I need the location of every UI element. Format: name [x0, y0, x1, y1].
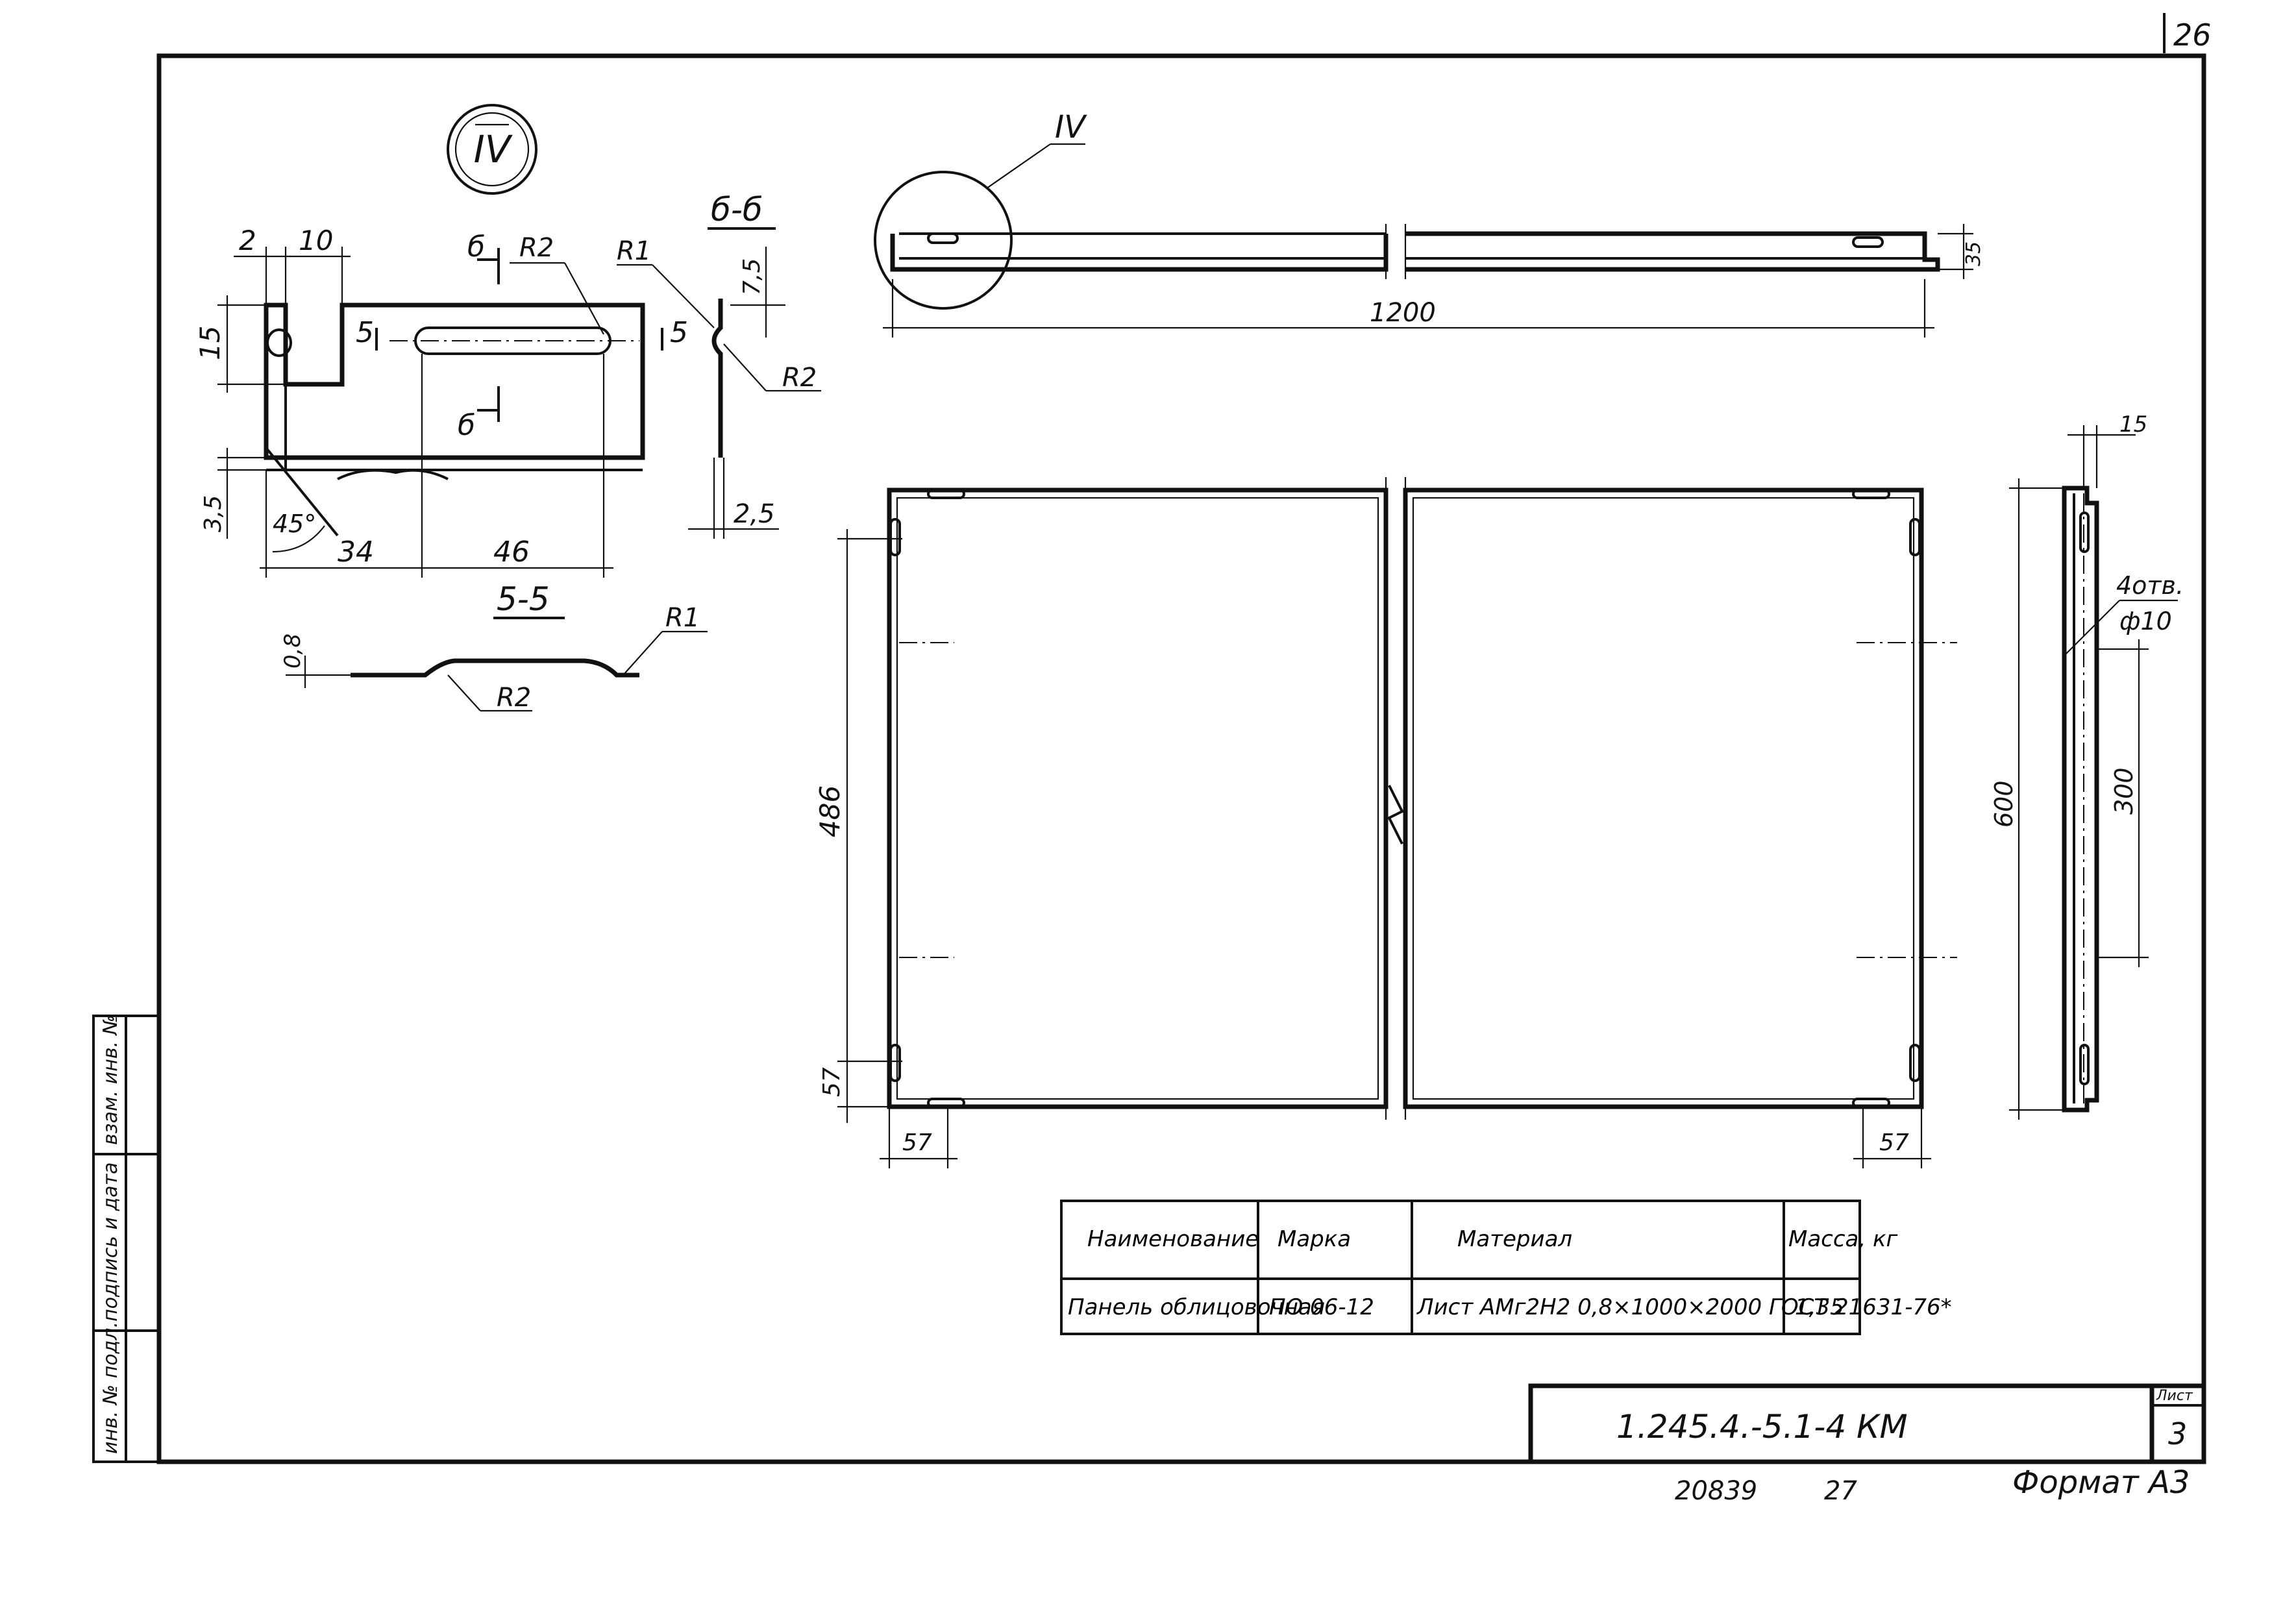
top-view-dim-1200: 1200	[1370, 298, 1436, 328]
dim-3-5: 3,5	[200, 495, 227, 532]
cut-b-top-label: б	[467, 230, 485, 264]
dim-15: 15	[194, 326, 226, 360]
dim-2: 2	[239, 225, 256, 256]
spec-row-mass: 1,35	[1795, 1294, 1844, 1320]
cut-5-left-label: 5	[356, 316, 374, 349]
stamp-inv-number: инв. № подл.	[99, 1322, 122, 1454]
side-view-holes-count: 4отв.	[2116, 571, 2184, 600]
spec-row-name: Панель облицовочная	[1068, 1294, 1325, 1320]
title-block: 1.245.4.-5.1-4 КМ Лист 3	[1528, 1383, 2206, 1464]
section-5-5: 5-5 0,8 R1 R2	[280, 580, 708, 713]
top-view-slot-right	[1852, 236, 1884, 248]
detail-callout-label: IV	[474, 127, 513, 171]
dim-46: 46	[493, 536, 530, 569]
side-view-dim-300: 300	[2110, 767, 2138, 815]
top-view-profile-left	[890, 234, 1389, 272]
side-view-holes-diameter: ф10	[2119, 607, 2172, 635]
spec-header-name: Наименование	[1087, 1226, 1259, 1252]
front-view: 486 57 57 57	[814, 477, 1957, 1168]
section-b-b-dim-7-5: 7,5	[739, 258, 765, 295]
spec-header-mark: Марка	[1278, 1226, 1351, 1252]
detail-callout-outer	[447, 104, 537, 195]
front-view-dim-57-vertical: 57	[819, 1067, 845, 1097]
detail-weld	[337, 469, 449, 480]
section-b-b-profile	[711, 299, 723, 458]
section-b-b-r1: R1	[617, 236, 651, 266]
cut-b-bottom-label: б	[458, 409, 475, 442]
section-5-5-dim-0-8: 0,8	[280, 634, 306, 669]
detail-iv: IV 2 10 15 3,5 45°	[194, 104, 688, 578]
section-5-5-profile	[351, 658, 639, 678]
spec-row-mark: ПО 06-12	[1269, 1294, 1374, 1320]
section-b-b: б-б R1 R2 7,5 2,5	[617, 191, 821, 539]
front-view-right-panel	[1403, 487, 1924, 1109]
sheet-format: Формат А3	[2012, 1464, 2190, 1501]
footer-number-right: 27	[1824, 1476, 1857, 1506]
title-block-sheet-label: Лист	[2156, 1388, 2193, 1404]
detail-callout-inner	[454, 112, 530, 187]
top-view-callout: IV	[1055, 109, 1087, 145]
front-view-dim-57-left: 57	[902, 1129, 932, 1156]
detail-r2-label: R2	[519, 233, 554, 263]
top-view-detail-circle	[874, 171, 1013, 310]
page-number: 26	[2173, 18, 2212, 53]
front-view-dim-486: 486	[814, 785, 846, 837]
spec-header-material: Материал	[1457, 1226, 1572, 1252]
cut-5-right-label: 5	[670, 316, 688, 349]
section-b-b-r2: R2	[782, 363, 817, 393]
stamp-signature-date: подпись и дата	[99, 1162, 122, 1322]
top-view: IV 1200 35	[874, 109, 1985, 338]
section-5-5-r1: R1	[665, 603, 700, 633]
title-block-designation: 1.245.4.-5.1-4 КМ	[1616, 1408, 1908, 1446]
dim-angle-45: 45°	[273, 510, 316, 538]
section-b-b-title: б-б	[711, 191, 763, 228]
side-view-dim-15: 15	[2119, 412, 2147, 437]
footer-number-left: 20839	[1675, 1476, 1757, 1506]
stamp-replacement-inv: взам. инв. №	[99, 1015, 122, 1145]
detail-hole	[266, 328, 292, 357]
dim-34: 34	[338, 536, 374, 569]
section-b-b-dim-2-5: 2,5	[734, 499, 775, 529]
side-view: 15 4отв. ф10 600 300	[1990, 412, 2184, 1120]
dim-10: 10	[299, 225, 333, 256]
top-view-profile-right	[1405, 231, 1940, 272]
drawing-frame	[156, 53, 2206, 1464]
side-view-dim-600: 600	[1990, 780, 2018, 828]
top-view-slot-left	[927, 232, 959, 244]
spec-row-material: Лист АМг2Н2 0,8×1000×2000 ГОСТ 21631-76*	[1416, 1294, 1952, 1320]
front-view-left-panel	[887, 487, 1389, 1109]
section-5-5-r2: R2	[497, 683, 531, 713]
side-view-profile	[2062, 486, 2099, 1113]
side-stamp: инв. № подл. подпись и дата взам. инв. №	[92, 1015, 160, 1463]
front-view-dim-57-right: 57	[1879, 1129, 1909, 1156]
title-block-sheet-number: 3	[2168, 1416, 2187, 1451]
top-view-dim-35: 35	[1962, 241, 1985, 266]
section-5-5-title: 5-5	[497, 580, 550, 618]
spec-table: Наименование Марка Материал Масса, кг Па…	[1060, 1200, 1952, 1335]
spec-header-mass: Масса, кг	[1788, 1226, 1899, 1252]
